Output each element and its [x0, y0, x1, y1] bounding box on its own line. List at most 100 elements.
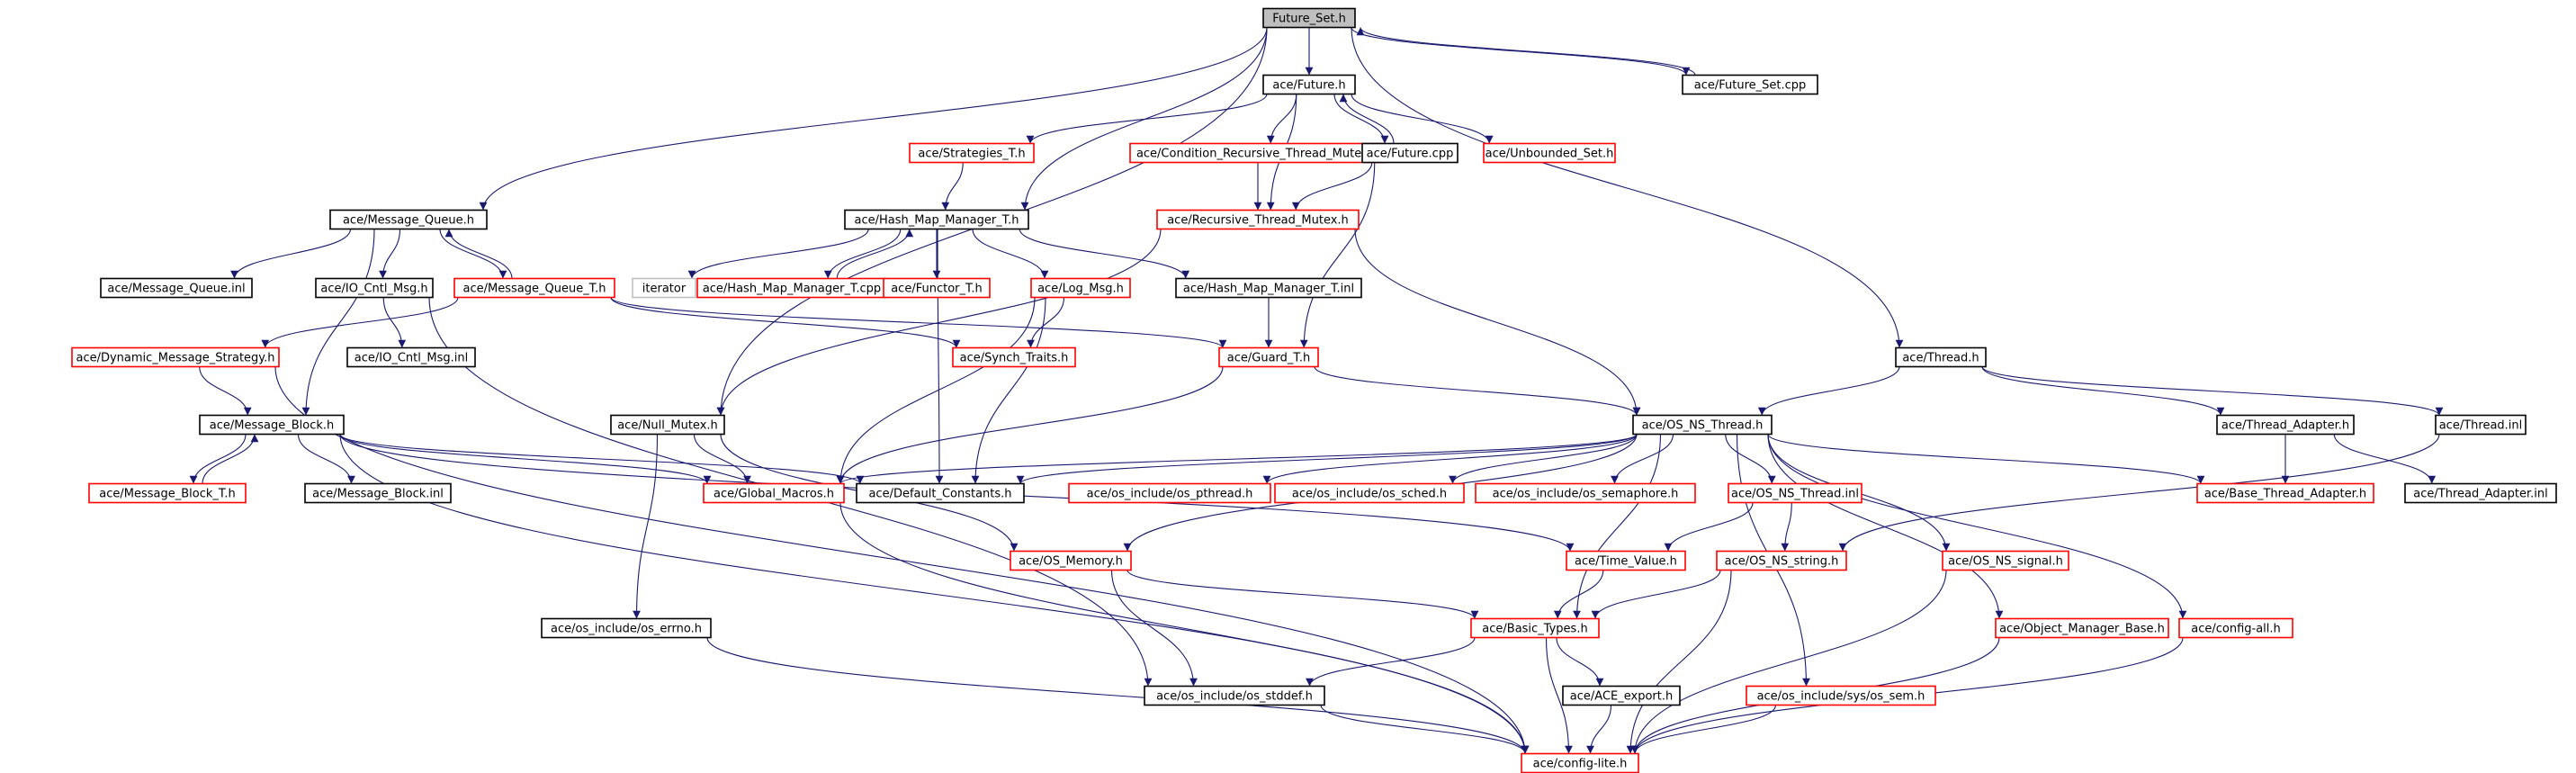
node-thread-adapter-h[interactable]: ace/Thread_Adapter.h [2216, 414, 2355, 436]
node-os-sem-h[interactable]: ace/os_include/sys/os_sem.h [1746, 685, 1936, 706]
node-box [2178, 617, 2293, 639]
node-thread-adapter-inl[interactable]: ace/Thread_Adapter.inl [2404, 482, 2557, 504]
node-os-ns-thread-h[interactable]: ace/OS_NS_Thread.h [1632, 414, 1773, 436]
node-box [1470, 617, 1600, 639]
node-label: ace/Message_Block.inl [312, 488, 444, 501]
node-box [88, 482, 247, 504]
node-future-set-cpp[interactable]: ace/Future_Set.cpp [1682, 74, 1818, 95]
node-config-lite-h[interactable]: ace/config-lite.h [1521, 752, 1639, 773]
node-dynamic-message-strategy-h[interactable]: ace/Dynamic_Message_Strategy.h [71, 346, 280, 368]
node-guard-t-h[interactable]: ace/Guard_T.h [1218, 346, 1319, 368]
node-os-memory-h[interactable]: ace/OS_Memory.h [1010, 550, 1132, 571]
node-label: ace/OS_NS_string.h [1725, 555, 1839, 569]
edge-path [1626, 570, 1732, 754]
node-thread-h[interactable]: ace/Thread.h [1895, 346, 1987, 368]
node-null-mutex-h[interactable]: ace/Null_Mutex.h [610, 414, 725, 436]
node-os-pthread-h[interactable]: ace/os_include/os_pthread.h [1068, 482, 1271, 504]
node-message-block-inl[interactable]: ace/Message_Block.inl [304, 482, 452, 504]
edge-path [189, 434, 247, 484]
node-box [1010, 550, 1132, 571]
node-os-stddef-h[interactable]: ace/os_include/os_stddef.h [1144, 685, 1325, 706]
node-log-msg-h[interactable]: ace/Log_Msg.h [1030, 277, 1131, 299]
edge-path [1314, 366, 1641, 416]
node-box [1361, 142, 1459, 164]
node-os-ns-signal-h[interactable]: ace/OS_NS_signal.h [1942, 550, 2069, 571]
edge-path [610, 297, 961, 348]
edge-os-ns-string-h-to-basic-types-h [1591, 570, 1721, 619]
node-future-set-h[interactable]: Future_Set.h [1262, 7, 1356, 29]
node-ace-export-h[interactable]: ace/ACE_export.h [1562, 685, 1681, 706]
edge-message-block-h-to-default-constants-h [339, 434, 865, 484]
node-recursive-thread-mutex-h[interactable]: ace/Recursive_Thread_Mutex.h [1156, 209, 1360, 230]
edge-guard-t-h-to-os-ns-thread-h [1314, 366, 1641, 416]
node-hash-map-manager-t-h[interactable]: ace/Hash_Map_Manager_T.h [844, 209, 1029, 230]
node-message-block-t-h[interactable]: ace/Message_Block_T.h [88, 482, 247, 504]
node-config-all-h[interactable]: ace/config-all.h [2178, 617, 2293, 639]
node-synch-traits-h[interactable]: ace/Synch_Traits.h [952, 346, 1076, 368]
node-base-thread-adapter-h[interactable]: ace/Base_Thread_Adapter.h [2196, 482, 2374, 504]
edge-message-queue-t-h-to-synch-traits-h [610, 297, 961, 348]
node-hash-map-manager-t-inl[interactable]: ace/Hash_Map_Manager_T.inl [1175, 277, 1362, 299]
node-box [100, 277, 253, 299]
edge-path [1339, 94, 1395, 144]
node-os-sched-h[interactable]: ace/os_include/os_sched.h [1274, 482, 1465, 504]
edge-path [1573, 434, 1662, 619]
edge-path [439, 229, 507, 279]
edge-os-ns-string-h-to-config-lite-h [1626, 570, 1732, 754]
edge-basic-types-h-to-os-stddef-h [1306, 637, 1476, 687]
node-label: ace/Dynamic_Message_Strategy.h [76, 352, 274, 365]
node-label: ace/Thread.h [1902, 352, 1979, 365]
edge-os-ns-thread-h-to-config-all-h [1767, 434, 2187, 619]
edge-global-macros-h-to-config-lite-h [839, 502, 1530, 754]
edge-path [2333, 434, 2437, 484]
edge-path [1981, 366, 2225, 416]
node-os-errno-h[interactable]: ace/os_include/os_errno.h [541, 617, 712, 639]
node-time-value-h[interactable]: ace/Time_Value.h [1566, 550, 1686, 571]
node-global-macros-h[interactable]: ace/Global_Macros.h [703, 482, 845, 504]
node-hash-map-manager-t-cpp[interactable]: ace/Hash_Map_Manager_T.cpp [696, 277, 887, 299]
node-object-manager-base-h[interactable]: ace/Object_Manager_Base.h [1995, 617, 2169, 639]
edge-path [444, 229, 513, 279]
edge-hash-map-manager-t-h-to-log-msg-h [972, 229, 1049, 279]
node-label: ace/os_include/os_sched.h [1292, 488, 1447, 501]
node-io-cntl-msg-h[interactable]: ace/IO_Cntl_Msg.h [315, 277, 434, 299]
edge-basic-types-h-to-ace-export-h [1556, 637, 1604, 687]
edge-message-block-h-to-config-lite-h [339, 434, 1530, 754]
edge-future-h-to-strategies-t-h [1026, 94, 1268, 144]
node-default-constants-h[interactable]: ace/Default_Constants.h [856, 482, 1025, 504]
node-future-h[interactable]: ace/Future.h [1262, 74, 1356, 95]
node-basic-types-h[interactable]: ace/Basic_Types.h [1470, 617, 1600, 639]
edge-os-ns-thread-h-to-object-manager-base-h [1767, 434, 2004, 619]
node-io-cntl-msg-inl[interactable]: ace/IO_Cntl_Msg.inl [346, 346, 476, 368]
node-message-queue-h[interactable]: ace/Message_Queue.h [329, 209, 488, 230]
node-iterator[interactable]: iterator [632, 277, 696, 299]
node-box [844, 209, 1029, 230]
node-message-queue-inl[interactable]: ace/Message_Queue.inl [100, 277, 253, 299]
node-box [1483, 142, 1616, 164]
edge-log-msg-h-to-default-constants-h [971, 297, 1046, 484]
node-label: ace/Hash_Map_Manager_T.inl [1183, 283, 1354, 296]
node-cond-rec-mutex-h[interactable]: ace/Condition_Recursive_Thread_Mutex.h [1129, 142, 1387, 164]
edge-path [339, 434, 865, 484]
edge-strategies-t-h-to-hash-map-manager-t-h [941, 162, 964, 211]
node-message-block-h[interactable]: ace/Message_Block.h [199, 414, 345, 436]
node-os-ns-thread-inl[interactable]: ace/OS_NS_Thread.inl [1728, 482, 1862, 504]
node-functor-t-h[interactable]: ace/Functor_T.h [883, 277, 991, 299]
edge-message-queue-t-h-to-guard-t-h [610, 297, 1227, 348]
node-strategies-t-h[interactable]: ace/Strategies_T.h [909, 142, 1035, 164]
edge-message-queue-h-to-message-block-h [301, 229, 375, 416]
edge-ace-export-h-to-config-lite-h [1586, 705, 1612, 754]
node-label: ace/Synch_Traits.h [960, 352, 1069, 365]
node-thread-inl[interactable]: ace/Thread.inl [2435, 414, 2527, 436]
node-message-queue-t-h[interactable]: ace/Message_Queue_T.h [453, 277, 615, 299]
node-box [71, 346, 280, 368]
node-label: ace/Future.h [1272, 79, 1345, 93]
node-os-semaphore-h[interactable]: ace/os_include/os_semaphore.h [1475, 482, 1696, 504]
edge-path [230, 229, 352, 279]
edge-path [1553, 570, 1604, 619]
node-os-ns-string-h[interactable]: ace/OS_NS_string.h [1716, 550, 1847, 571]
edge-path [1725, 434, 1776, 484]
node-future-cpp[interactable]: ace/Future.cpp [1361, 142, 1459, 164]
edge-path [823, 229, 902, 279]
node-unbounded-set-h[interactable]: ace/Unbounded_Set.h [1483, 142, 1616, 164]
